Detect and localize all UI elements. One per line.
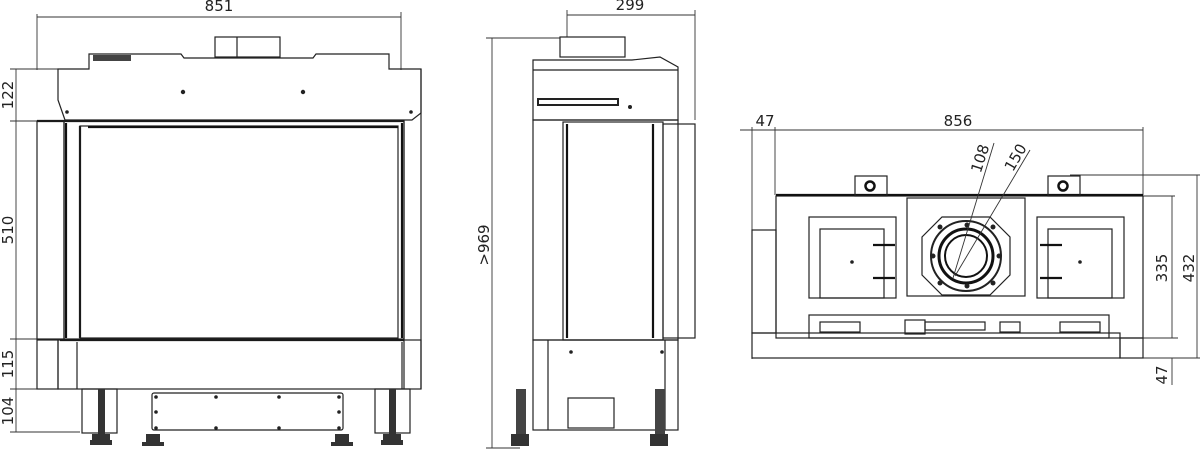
flue-flange [921, 216, 1011, 296]
side-drawer-plate [567, 397, 615, 429]
side-view: 299 >969 [475, 0, 696, 449]
dimension-label-glass: 510 [0, 216, 17, 245]
dimension-label-base: 115 [0, 350, 17, 379]
dimension-label-flue-108: 108 [967, 142, 993, 175]
dimension-label-legs: 104 [0, 397, 17, 426]
side-glass-frame [562, 121, 664, 341]
ash-drawer [151, 392, 344, 431]
flue-collar [214, 36, 281, 58]
side-panel [662, 123, 696, 339]
dimension-label-depth-top: 335 [1153, 254, 1171, 283]
top-hood [57, 53, 422, 121]
dimension-label-top: 122 [0, 81, 17, 110]
front-view: 851 122 510 115 104 [0, 0, 422, 446]
dimension-label-width-top: 856 [944, 112, 973, 130]
dimension-label-offset-left: 47 [755, 112, 774, 130]
flue-outlet [937, 227, 995, 285]
dimension-label-depth: 299 [616, 0, 645, 14]
adjustable-legs [81, 388, 411, 446]
glass-frame [63, 120, 405, 340]
dimension-label-height: >969 [475, 224, 493, 265]
base-panel [57, 339, 422, 390]
control-rail [808, 314, 1110, 339]
top-view: 47 856 335 432 47 [740, 112, 1200, 385]
dimension-label-width: 851 [205, 0, 234, 15]
front-glass [79, 125, 399, 339]
dimension-label-total-depth: 432 [1180, 254, 1198, 283]
dimension-label-flue-150: 150 [1001, 141, 1031, 175]
dimension-label-offset-bottom: 47 [1153, 365, 1171, 384]
